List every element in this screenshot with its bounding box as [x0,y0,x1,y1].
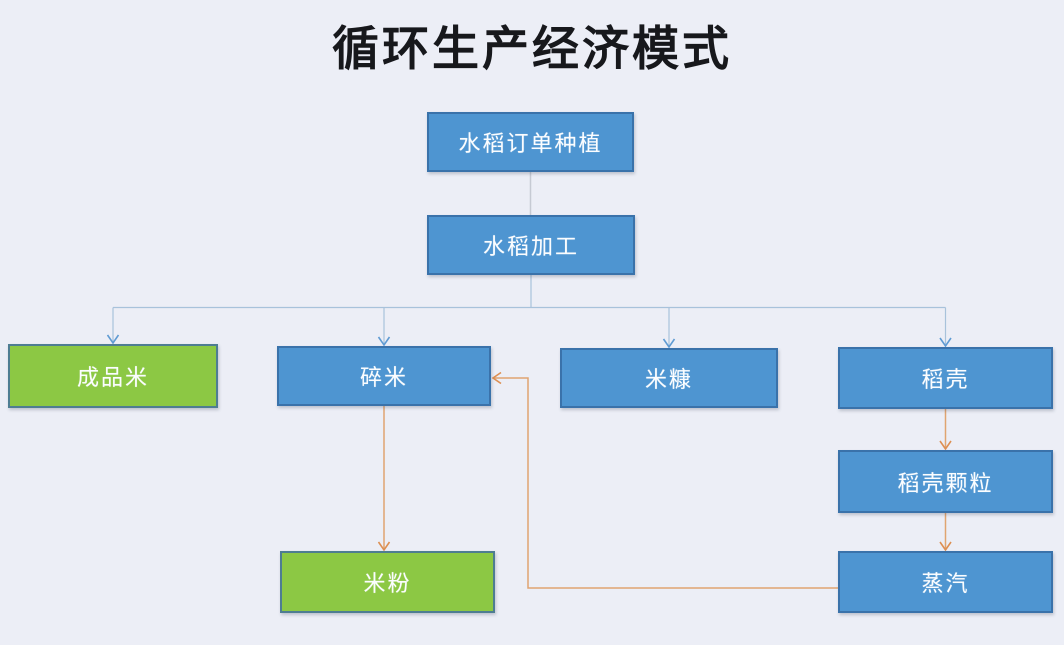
arrowhead-left-icon [491,371,502,385]
page-title: 循环生产经济模式 [332,22,732,75]
flow-node-label: 碎米 [359,365,408,390]
flow-node-label: 米粉 [363,571,412,596]
flow-node-finished-rice: 成品米 [8,344,218,408]
flow-node-label: 稻壳颗粒 [897,470,994,496]
flow-node-husk-pellets: 稻壳颗粒 [838,450,1053,513]
flow-node-broken-rice: 碎米 [277,346,491,406]
flow-node-label: 水稻加工 [482,234,579,259]
flow-node-label: 水稻订单种植 [458,131,603,156]
flow-node-rice-noodles: 米粉 [280,551,495,613]
arrowhead-down-icon [377,336,391,347]
flow-node-label: 米糠 [644,367,693,392]
flow-node-rice-husk: 稻壳 [838,347,1053,409]
flow-node-label: 稻壳 [921,367,970,392]
flow-node-steam: 蒸汽 [838,551,1053,613]
arrowhead-down-icon [939,337,952,348]
arrowhead-down-icon [106,334,120,345]
flow-node-label: 蒸汽 [921,571,970,596]
arrowhead-down-icon [662,338,676,349]
connector-orange-loop [493,377,838,589]
flow-node-label: 成品米 [76,365,149,390]
arrowhead-down-icon [939,440,952,451]
arrowhead-down-icon [939,541,952,552]
arrowhead-down-icon [377,541,391,552]
flow-node-rice-bran: 米糠 [560,348,778,408]
flow-node-rice-processing: 水稻加工 [427,215,635,275]
flow-node-rice-order-planting: 水稻订单种植 [427,112,634,172]
